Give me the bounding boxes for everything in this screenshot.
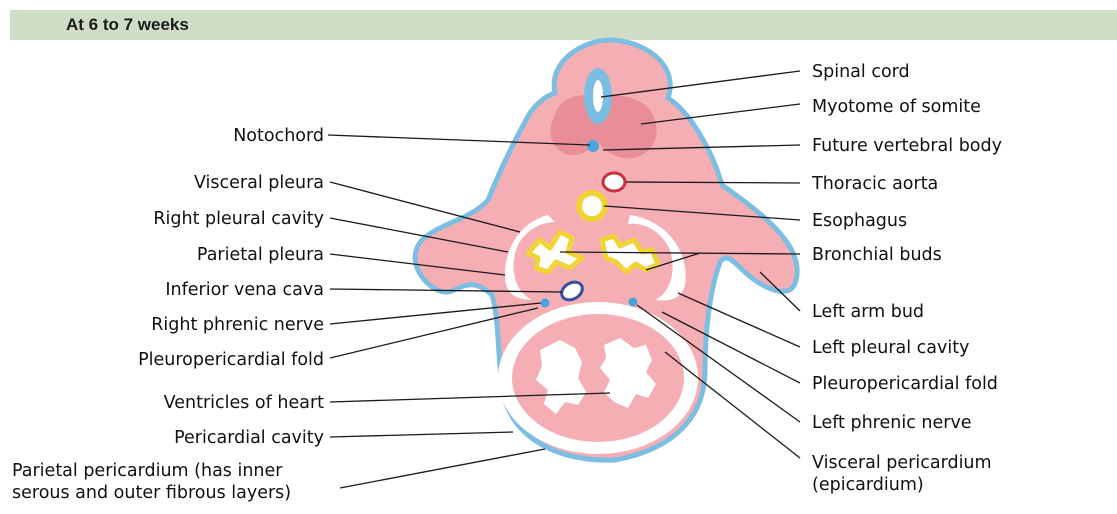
label-thoracic-aorta: Thoracic aorta [811,174,938,194]
label-myotome-of-somite: Myotome of somite [812,97,981,117]
label-parietal-pericardium-line1: Parietal pericardium (has inner [12,461,283,481]
label-parietal-pleura: Parietal pleura [197,245,324,265]
left-labels: Notochord Visceral pleura Right pleural … [138,126,324,448]
esophagus [579,193,605,219]
left-phrenic-nerve [629,298,638,307]
label-inferior-vena-cava: Inferior vena cava [165,280,324,300]
label-visceral-pericardium-line1: Visceral pericardium [812,453,992,473]
label-bronchial-buds: Bronchial buds [812,245,942,265]
label-future-vertebral-body: Future vertebral body [812,136,1002,156]
notochord [587,140,599,152]
label-spinal-cord: Spinal cord [812,62,910,82]
label-pleuropericardial-fold-left: Pleuropericardial fold [138,350,324,370]
label-pleuropericardial-fold-right: Pleuropericardial fold [812,374,998,394]
label-left-arm-bud: Left arm bud [812,302,924,322]
label-left-phrenic-nerve: Left phrenic nerve [812,413,972,433]
right-phrenic-nerve [541,299,550,308]
thoracic-aorta [603,173,625,191]
label-pericardial-cavity: Pericardial cavity [174,428,324,448]
label-parietal-pericardium-line2: serous and outer fibrous layers) [12,483,291,503]
label-ventricles-of-heart: Ventricles of heart [164,393,325,413]
label-visceral-pericardium-line2: (epicardium) [812,475,924,495]
label-right-phrenic-nerve: Right phrenic nerve [151,315,324,335]
spinal-cord-canal [593,80,603,112]
leader-pericardial-cavity [330,432,513,437]
label-visceral-pleura: Visceral pleura [194,173,324,193]
leader-parietal-pericardium [340,449,545,488]
right-labels: Spinal cord Myotome of somite Future ver… [811,62,1002,495]
label-notochord: Notochord [233,126,324,146]
label-esophagus: Esophagus [812,211,907,231]
label-right-pleural-cavity: Right pleural cavity [153,209,324,229]
label-left-pleural-cavity: Left pleural cavity [812,338,969,358]
